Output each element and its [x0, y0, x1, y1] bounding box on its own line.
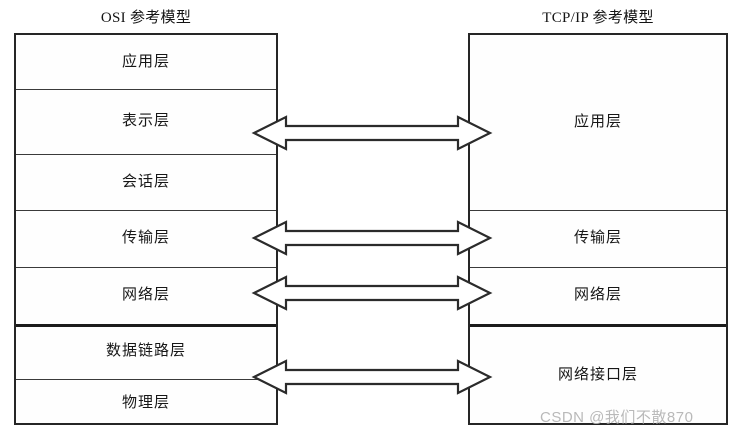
osi-divider-1 — [16, 89, 276, 90]
osi-layer-session-label: 会话层 — [121, 173, 170, 190]
double-arrow-icon — [251, 115, 493, 151]
osi-divider-3 — [16, 210, 276, 211]
tcpip-divider-2 — [470, 267, 726, 268]
double-arrow-icon — [251, 220, 493, 256]
tcpip-divider-3 — [470, 324, 726, 327]
osi-layer-stack: 应用层 表示层 会话层 传输层 网络层 数据链路层 物理层 — [14, 33, 278, 425]
tcpip-layer-application-label: 应用层 — [573, 114, 622, 130]
network-interface-mapping-arrow — [251, 355, 493, 399]
osi-divider-4 — [16, 267, 276, 268]
osi-layer-physical: 物理层 — [16, 379, 276, 427]
osi-layer-application: 应用层 — [16, 35, 276, 89]
osi-divider-2 — [16, 154, 276, 155]
osi-divider-6 — [16, 379, 276, 380]
osi-layer-presentation-label: 表示层 — [121, 113, 170, 129]
osi-layer-application-label: 应用层 — [121, 53, 170, 70]
osi-layer-network: 网络层 — [16, 267, 276, 324]
double-arrow-icon — [251, 359, 493, 395]
tcpip-divider-1 — [470, 210, 726, 211]
tcpip-layer-stack: 应用层 传输层 网络层 网络接口层 — [468, 33, 728, 425]
osi-layer-presentation: 表示层 — [16, 89, 276, 154]
tcpip-model-title: TCP/IP 参考模型 — [542, 10, 654, 26]
tcpip-layer-network: 网络层 — [470, 267, 726, 324]
osi-layer-transport-label: 传输层 — [121, 230, 170, 246]
tcpip-layer-network-interface: 网络接口层 — [470, 324, 726, 427]
osi-layer-network-label: 网络层 — [121, 287, 170, 303]
tcpip-layer-transport-label: 传输层 — [573, 230, 622, 246]
osi-layer-transport: 传输层 — [16, 210, 276, 267]
tcpip-layer-network-label: 网络层 — [573, 287, 622, 303]
osi-layer-physical-label: 物理层 — [121, 394, 170, 411]
csdn-watermark: CSDN @我们不散870 — [540, 409, 694, 426]
tcpip-layer-application: 应用层 — [470, 35, 726, 210]
double-arrow-icon — [251, 275, 493, 311]
osi-layer-datalink: 数据链路层 — [16, 324, 276, 379]
tcpip-layer-transport: 传输层 — [470, 210, 726, 267]
transport-mapping-arrow — [251, 216, 493, 260]
osi-divider-5 — [16, 324, 276, 327]
network-mapping-arrow — [251, 271, 493, 315]
tcpip-layer-network-interface-label: 网络接口层 — [557, 367, 638, 383]
osi-model-title: OSI 参考模型 — [100, 10, 192, 26]
application-mapping-arrow — [251, 111, 493, 155]
osi-layer-datalink-label: 数据链路层 — [105, 343, 186, 359]
osi-layer-session: 会话层 — [16, 154, 276, 210]
